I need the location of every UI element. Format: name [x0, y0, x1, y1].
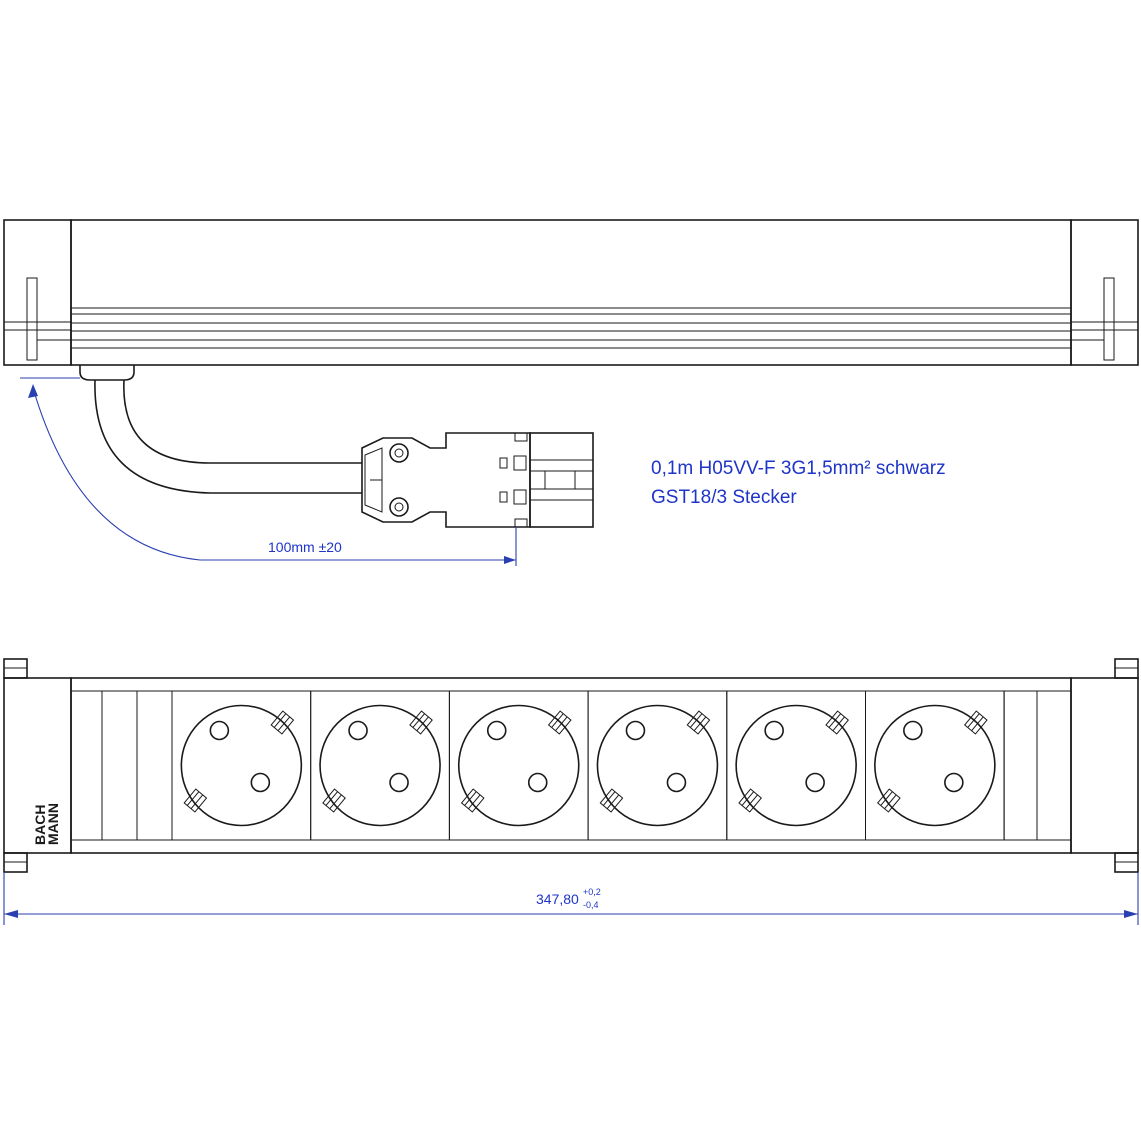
socket-modules	[171, 690, 1005, 841]
socket-module	[171, 690, 312, 841]
earth-contact	[409, 710, 433, 735]
overall-length-dimension	[3, 872, 1139, 925]
profile-body	[70, 219, 1072, 366]
earth-contact	[825, 710, 850, 735]
earth-contact	[876, 788, 901, 813]
pin-hole	[944, 772, 964, 793]
socket-module	[448, 690, 589, 841]
socket-face	[457, 704, 580, 827]
earth-contact	[183, 788, 208, 813]
cable-length-label: 100mm ±20	[268, 539, 342, 555]
socket-module	[726, 690, 866, 841]
socket-face	[596, 704, 719, 827]
cable-spec-line1: 0,1m H05VV-F 3G1,5mm² schwarz	[651, 458, 946, 479]
pin-hole	[625, 720, 646, 741]
blank-module-1	[101, 690, 138, 841]
screw-bottom	[389, 497, 409, 517]
pin-hole	[209, 720, 230, 741]
bachmann-logo: BACH MANN	[32, 803, 61, 845]
pin-hole	[348, 720, 368, 741]
right-clip-top	[1103, 277, 1115, 361]
earth-contact	[322, 788, 346, 813]
top-view-profile	[3, 219, 1139, 366]
earth-contact	[686, 710, 711, 735]
earth-contact	[738, 788, 763, 813]
svg-text:BACH: BACH	[32, 805, 48, 845]
cable-outer	[94, 379, 362, 494]
right-end-cap-front	[1070, 677, 1139, 854]
earth-contact	[460, 788, 485, 813]
socket-face	[180, 704, 303, 827]
socket-face	[319, 704, 441, 827]
earth-contact	[963, 710, 988, 735]
cable-spec-line2: GST18/3 Stecker	[651, 487, 797, 508]
cable-and-plug	[79, 365, 594, 528]
front-body	[70, 677, 1072, 854]
pin-hole	[903, 720, 923, 741]
blank-module-3	[1003, 690, 1038, 841]
overall-length-tol-lower: -0,4	[583, 900, 599, 910]
pin-hole	[805, 772, 825, 793]
pin-hole	[666, 772, 687, 793]
earth-contact	[270, 710, 295, 735]
overall-length-value: 347,80	[536, 891, 579, 907]
overall-length-tol-upper: +0,2	[583, 887, 601, 897]
pin-hole	[389, 772, 409, 793]
cable-inner	[123, 379, 362, 464]
svg-text:MANN: MANN	[45, 803, 61, 845]
socket-face	[735, 704, 857, 827]
earth-contact	[599, 788, 624, 813]
socket-module	[587, 690, 728, 841]
cable-length-dimension	[20, 377, 517, 566]
screw-top	[389, 443, 409, 463]
blank-module-2	[136, 690, 173, 841]
socket-face	[874, 704, 996, 827]
pin-hole	[764, 720, 784, 741]
left-clip-top	[26, 277, 38, 361]
socket-module	[865, 690, 1005, 841]
earth-contact	[547, 710, 572, 735]
gst18-plug	[361, 432, 594, 528]
pin-hole	[527, 772, 548, 793]
pin-hole	[486, 720, 507, 741]
front-view	[3, 658, 1139, 873]
socket-module	[310, 690, 450, 841]
pin-hole	[250, 772, 271, 793]
cable-gland	[79, 365, 135, 381]
